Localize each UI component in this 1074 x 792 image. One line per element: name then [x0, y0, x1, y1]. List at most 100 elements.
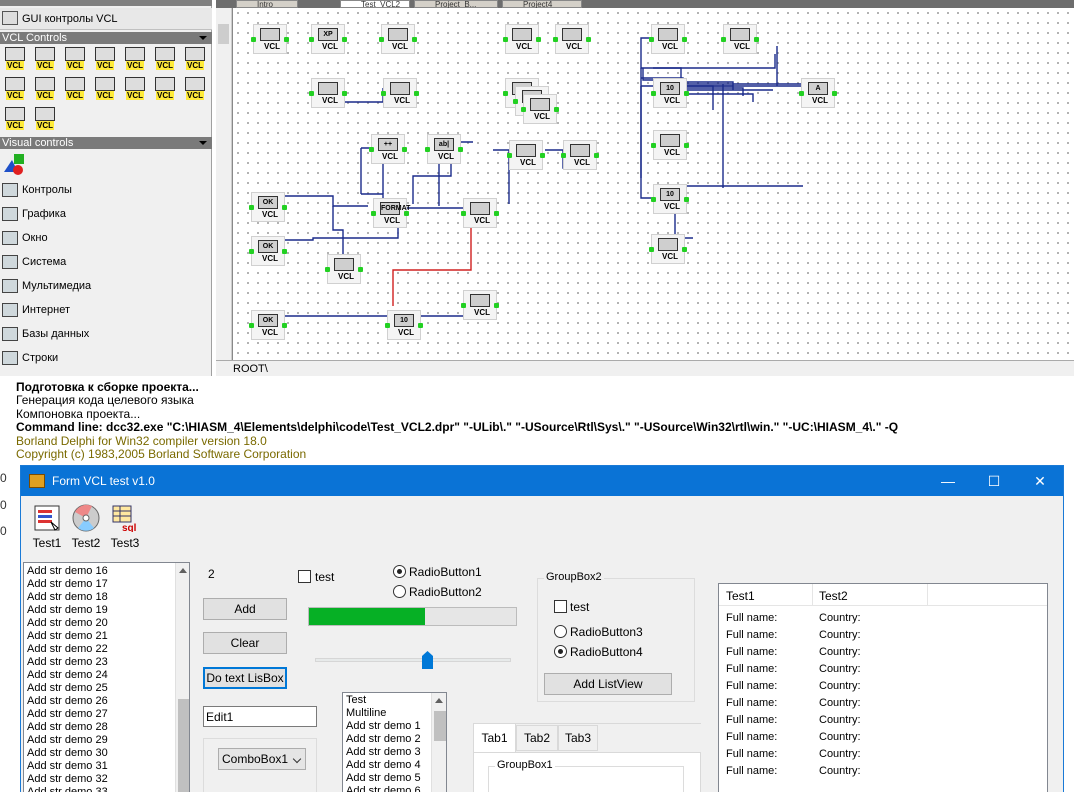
memo-node[interactable]: VCL [461, 290, 499, 320]
radiobutton4[interactable] [554, 645, 567, 658]
connector-point[interactable] [651, 91, 656, 96]
connector-point[interactable] [418, 323, 423, 328]
minimize-button[interactable]: — [941, 473, 955, 489]
tab-tab1[interactable]: Tab1 [473, 723, 516, 753]
connector-point[interactable] [586, 37, 591, 42]
panel-icon[interactable]: VCL [92, 46, 118, 72]
grid-icon[interactable]: VCL [32, 106, 58, 132]
palette-group-selector[interactable]: GUI контролы VCL [0, 8, 212, 30]
combo-node[interactable]: VCL [325, 254, 363, 284]
memo-scrollbar[interactable] [431, 693, 446, 792]
connector-point[interactable] [249, 205, 254, 210]
tab-test-vcl2[interactable]: Test_VCL2 [340, 0, 410, 9]
connector-point[interactable] [799, 91, 804, 96]
connector-point[interactable] [402, 147, 407, 152]
connector-point[interactable] [309, 91, 314, 96]
section-visual-controls[interactable]: Visual controls [0, 137, 212, 149]
panel-node[interactable]: VCL [379, 24, 417, 54]
clear-button[interactable]: Clear [203, 632, 287, 654]
groupbox2-checkbox[interactable] [554, 600, 567, 613]
slider-track[interactable] [315, 658, 511, 662]
connector-point[interactable] [461, 211, 466, 216]
connector-point[interactable] [284, 37, 289, 42]
listbox-node[interactable]: VCL [461, 198, 499, 228]
connector-point[interactable] [385, 323, 390, 328]
listview-row[interactable]: Full name:Country: [719, 696, 1047, 713]
shapes-icon[interactable] [2, 152, 28, 176]
connector-point[interactable] [503, 91, 508, 96]
connector-point[interactable] [282, 249, 287, 254]
separator-icon[interactable]: VCL [182, 46, 208, 72]
connector-point[interactable] [282, 323, 287, 328]
connector-point[interactable] [561, 153, 566, 158]
listbox-item[interactable]: Add str demo 27 [27, 708, 108, 720]
category-item[interactable]: Строки [0, 347, 212, 371]
connector-point[interactable] [342, 91, 347, 96]
toolbar-test1-button[interactable]: Test1 [29, 502, 65, 552]
memo-icon[interactable]: VCL [62, 76, 88, 102]
tab-icon[interactable]: VCL [182, 76, 208, 102]
listbox-item[interactable]: Add str demo 26 [27, 695, 108, 707]
connector-point[interactable] [425, 147, 430, 152]
category-item[interactable]: Контролы [0, 179, 212, 203]
listbox-icon[interactable]: VCL [32, 76, 58, 102]
panel-node-b[interactable]: VCL [521, 94, 559, 124]
close-button[interactable]: ✕ [1034, 473, 1046, 489]
connector-point[interactable] [594, 153, 599, 158]
listview-row[interactable]: Full name:Country: [719, 645, 1047, 662]
connector-point[interactable] [249, 249, 254, 254]
listview-row[interactable]: Full name:Country: [719, 611, 1047, 628]
toolbar-test2-button[interactable]: Test2 [68, 502, 104, 552]
connector-point[interactable] [342, 37, 347, 42]
connector-point[interactable] [684, 91, 689, 96]
listbox-item[interactable]: Add str demo 24 [27, 669, 108, 681]
category-item[interactable]: Интернет [0, 299, 212, 323]
listbox-item[interactable]: Add str demo 33 [27, 786, 108, 792]
panel-node-c[interactable]: VCL [507, 140, 545, 170]
listbox-item[interactable]: Add str demo 20 [27, 617, 108, 629]
connector-point[interactable] [309, 37, 314, 42]
section-vcl-controls[interactable]: VCL Controls [0, 32, 212, 44]
listbox-item[interactable]: Add str demo 23 [27, 656, 108, 668]
canvas-vertical-scrollbar[interactable] [216, 8, 232, 360]
connector-point[interactable] [507, 153, 512, 158]
category-item[interactable]: Окно [0, 227, 212, 251]
category-item[interactable]: Графика [0, 203, 212, 227]
listbox-item[interactable]: Add str demo 32 [27, 773, 108, 785]
column-header-test1[interactable]: Test1 [719, 584, 813, 606]
shape-icon[interactable]: VCL [92, 76, 118, 102]
edit-icon[interactable]: VCL [62, 46, 88, 72]
add-listview-button[interactable]: Add ListView [544, 673, 672, 695]
connector-point[interactable] [832, 91, 837, 96]
radio-node[interactable]: VCL [649, 24, 687, 54]
counter-node[interactable]: ++VCL [369, 134, 407, 164]
listview-row[interactable]: Full name:Country: [719, 713, 1047, 730]
listview-report[interactable]: Test1 Test2 Full name:Country:Full name:… [718, 583, 1048, 792]
connector-point[interactable] [282, 205, 287, 210]
form-titlebar[interactable]: Form VCL test v1.0 — ☐ ✕ [21, 466, 1063, 496]
connector-point[interactable] [461, 303, 466, 308]
radiobutton-icon[interactable]: VCL [152, 46, 178, 72]
tab-tab3[interactable]: Tab3 [558, 725, 598, 751]
connector-point[interactable] [554, 107, 559, 112]
connector-point[interactable] [721, 37, 726, 42]
test-checkbox[interactable] [298, 570, 311, 583]
listbox-item[interactable]: Add str demo 16 [27, 565, 108, 577]
tab-tab2[interactable]: Tab2 [516, 725, 558, 751]
list-node[interactable]: VCL [251, 24, 289, 54]
connector-point[interactable] [379, 37, 384, 42]
menu-node[interactable]: VCL [309, 78, 347, 108]
connector-point[interactable] [414, 91, 419, 96]
checkbox-icon[interactable]: VCL [122, 46, 148, 72]
tab-intro[interactable]: Intro [236, 0, 298, 9]
listbox-scrollbar[interactable] [175, 563, 189, 792]
checkbox-node[interactable]: VCL [649, 234, 687, 264]
label-icon[interactable]: VCL [2, 46, 28, 72]
tab-project4[interactable]: Project4 [502, 0, 582, 9]
radiobutton2[interactable] [393, 585, 406, 598]
connector-point[interactable] [458, 147, 463, 152]
